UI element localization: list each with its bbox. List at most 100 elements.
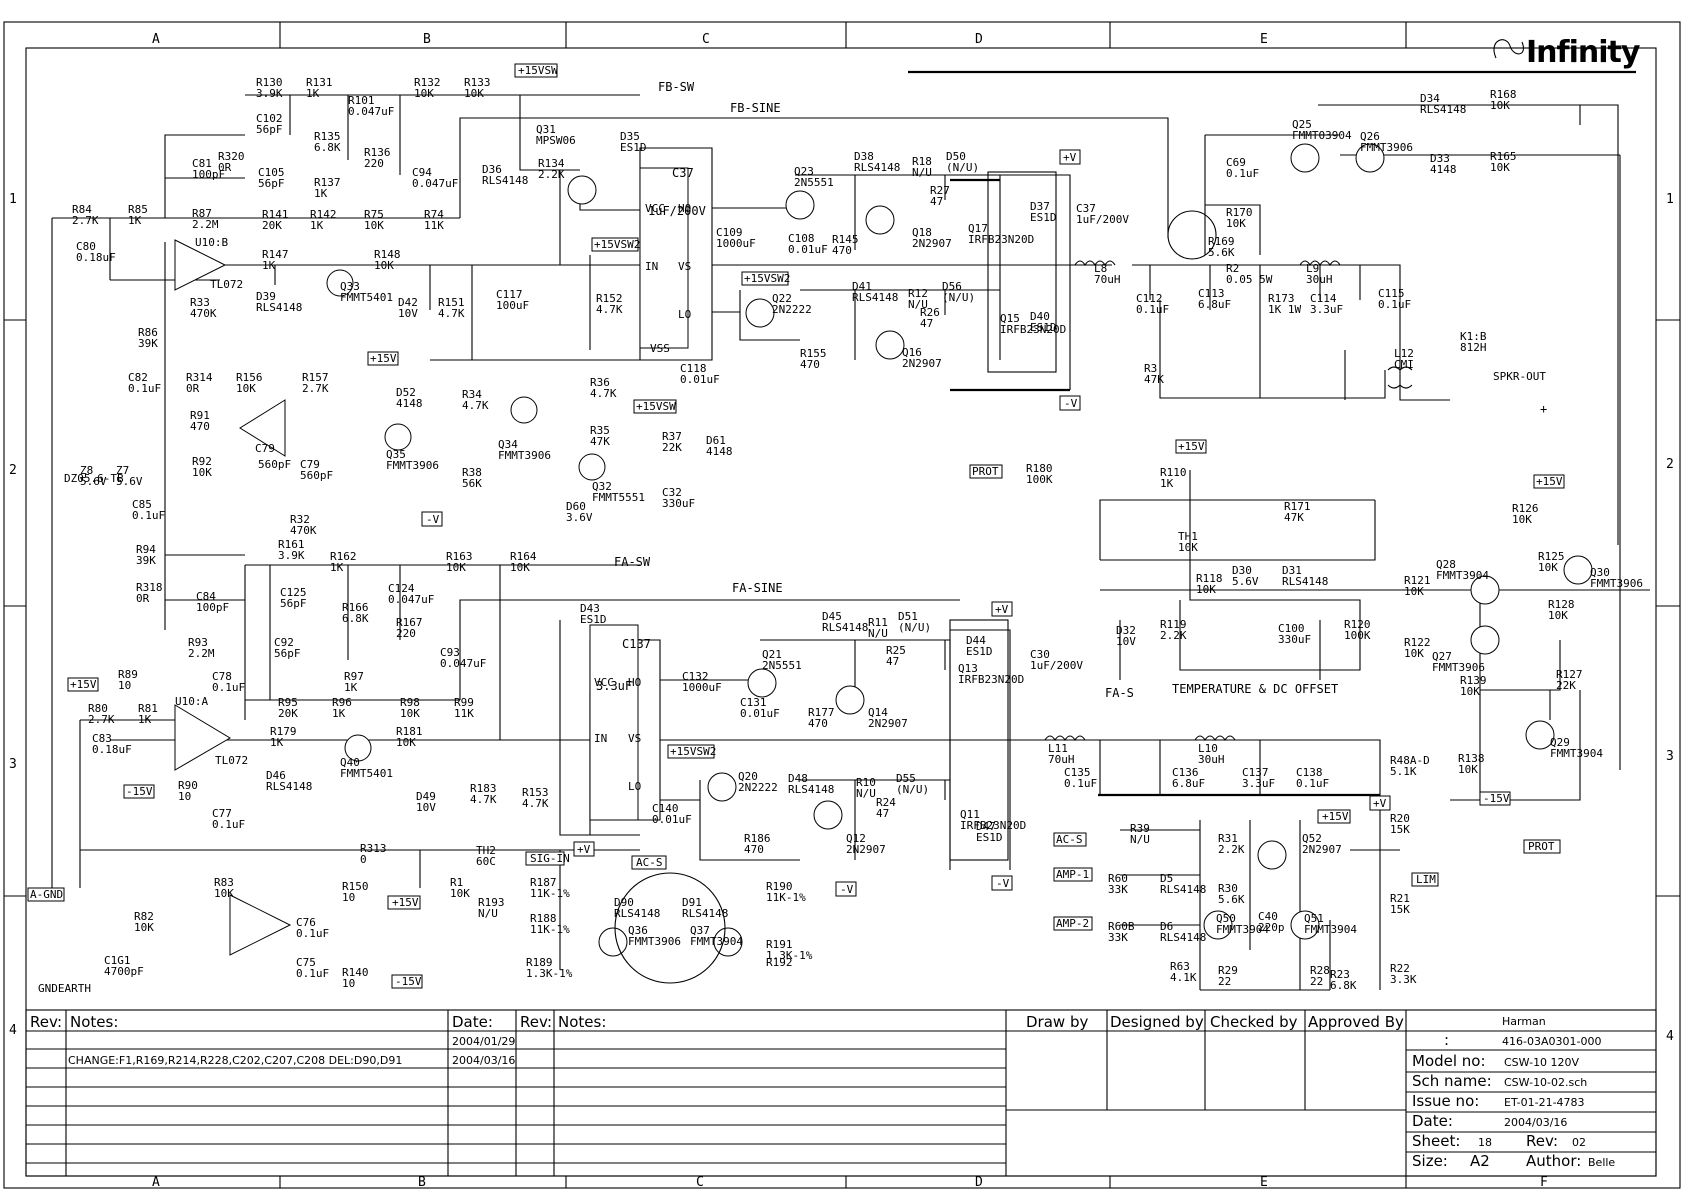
component-ref: D33 — [1430, 152, 1450, 165]
svg-text:HO: HO — [628, 676, 641, 689]
component-value: 330uF — [662, 497, 695, 510]
rev-label: Rev: — [1526, 1132, 1558, 1150]
component-ref: C137 — [1242, 766, 1269, 779]
component-ref: R153 — [522, 786, 549, 799]
component-ref: D46 — [266, 769, 286, 782]
component-ref: R48A-D — [1390, 754, 1430, 767]
component-value: 100pF — [192, 168, 225, 181]
col-label: A — [152, 1175, 160, 1190]
component-ref: R12 — [908, 287, 928, 300]
component-ref: R320 — [218, 150, 245, 163]
component-value: N/U — [856, 787, 876, 800]
wiring-upper — [51, 94, 1621, 888]
component-ref: R186 — [744, 832, 771, 845]
component-value: ES1D — [1030, 321, 1057, 334]
component-value: 470 — [832, 244, 852, 257]
net-neg-v: -V — [996, 877, 1010, 890]
component-ref: C69 — [1226, 156, 1246, 169]
component-value: 470 — [190, 420, 210, 433]
component-ref: D48 — [788, 772, 808, 785]
component-ref: R21 — [1390, 892, 1410, 905]
svg-text:IN: IN — [594, 732, 607, 745]
component-ref: R101 — [348, 94, 375, 107]
component-ref: R91 — [190, 409, 210, 422]
component-ref: R161 — [278, 538, 305, 551]
component-ref: C114 — [1310, 292, 1337, 305]
component-value: 0.01uF — [680, 373, 720, 386]
opamp-labels: U10:B TL072 C79 560pF U10:A TL072 — [175, 236, 291, 767]
component-value: 1uF/200V — [1030, 659, 1083, 672]
svg-text:VCC: VCC — [594, 676, 614, 689]
component-ref: R137 — [314, 176, 341, 189]
component-ref: R20 — [1390, 812, 1410, 825]
component-value: 10V — [398, 307, 418, 320]
component-ref: C76 — [296, 916, 316, 929]
component-value: 15K — [1390, 903, 1410, 916]
u9b-label: C79 — [255, 442, 275, 455]
component-value: 11K — [424, 219, 444, 232]
component-value: 10K — [1460, 685, 1480, 698]
component-ref: R140 — [342, 966, 369, 979]
net-15v: +15V — [370, 352, 397, 365]
component-value: 3.3K — [1390, 973, 1417, 986]
component-ref: R128 — [1548, 598, 1575, 611]
net-ac-s: AC-S — [1056, 833, 1083, 846]
u7-part: 1uF/200V — [648, 204, 706, 218]
row-label: 2 — [9, 463, 17, 478]
component-ref: Q50 — [1216, 912, 1236, 925]
component-value: 70uH — [1094, 273, 1121, 286]
component-value: 10K — [1458, 763, 1478, 776]
u10b-label: U10:B — [195, 236, 228, 249]
u9b-part: 560pF — [258, 458, 291, 471]
component-ref: R24 — [876, 796, 896, 809]
component-value: 100K — [1344, 629, 1371, 642]
notes-header: Notes: — [558, 1013, 606, 1031]
component-value: 4148 — [706, 445, 733, 458]
u8-ref: C137 — [622, 637, 651, 651]
column-labels-top: A B C D E — [152, 32, 1268, 47]
component-value: 1K — [262, 259, 276, 272]
component-value: 39K — [138, 337, 158, 350]
component-ref: L11 — [1048, 742, 1068, 755]
net-15vsw2: +15VSW2 — [594, 238, 640, 251]
component-ref: L10 — [1198, 742, 1218, 755]
component-value: 10K — [414, 87, 434, 100]
component-ref: C135 — [1064, 766, 1091, 779]
component-value: 2N2907 — [912, 237, 952, 250]
component-value: 10 — [178, 790, 191, 803]
component-ref: C1G1 — [104, 954, 131, 967]
component-value: ES1D — [966, 645, 993, 658]
date-header: Date: — [452, 1013, 493, 1031]
component-value: 5.1K — [1390, 765, 1417, 778]
component-ref: R96 — [332, 696, 352, 709]
component-ref: C92 — [274, 636, 294, 649]
component-ref: Q34 — [498, 438, 518, 451]
component-ref: C37 — [1076, 202, 1096, 215]
component-value: 100pF — [196, 601, 229, 614]
title-block — [25, 1009, 1657, 1177]
component-ref: Z8 — [80, 464, 93, 477]
component-value: 0.1uF — [132, 509, 165, 522]
component-value: 220 — [364, 157, 384, 170]
component-ref: R22 — [1390, 962, 1410, 975]
component-ref: Q29 — [1550, 736, 1570, 749]
component-ref: D44 — [966, 634, 986, 647]
component-ref: R118 — [1196, 572, 1223, 585]
row-label: 1 — [1666, 192, 1674, 207]
net-amp2: AMP-2 — [1056, 917, 1089, 930]
component-value: ES1D — [1030, 211, 1057, 224]
component-value: 10K — [214, 887, 234, 900]
component-value: 3.9K — [256, 87, 283, 100]
component-value: ES1D — [976, 831, 1003, 844]
net-name: FB-SW — [658, 80, 695, 94]
component-value: 2N2907 — [1302, 843, 1342, 856]
component-value: 1K — [314, 187, 328, 200]
component-value: 10K — [236, 382, 256, 395]
component-value: 2N2222 — [772, 303, 812, 316]
component-value: FMMT5401 — [340, 291, 393, 304]
component-value: RLS4148 — [1420, 103, 1466, 116]
row-label: 3 — [1666, 749, 1674, 764]
component-value: N/U — [908, 298, 928, 311]
component-ref: R165 — [1490, 150, 1517, 163]
component-value: 10K — [510, 561, 530, 574]
